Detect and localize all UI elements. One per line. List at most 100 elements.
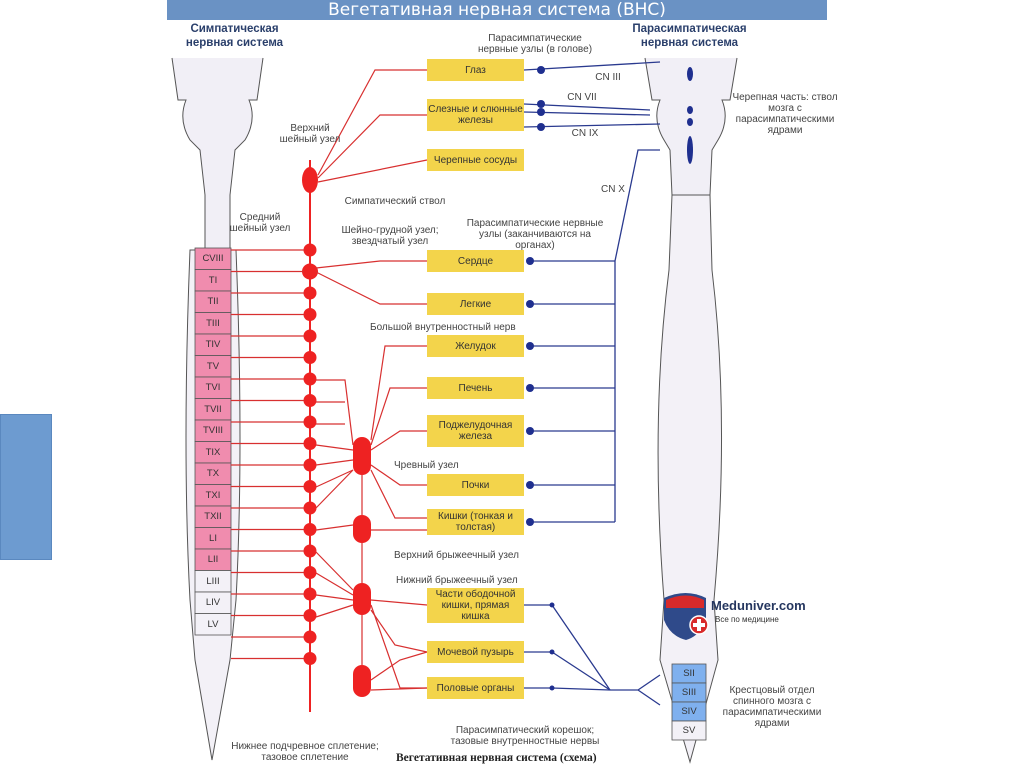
segment-label: TII: [207, 296, 219, 307]
parasym-ganglion: [526, 384, 534, 392]
meduniver-logo: [664, 593, 709, 640]
trunk-ganglion: [303, 308, 317, 321]
parasym-ganglion: [537, 100, 545, 108]
trunk-ganglion: [303, 458, 317, 472]
organ-stomach: Желудок: [427, 335, 524, 357]
splanchnic-fiber: [315, 594, 354, 601]
sympathetic-fiber: [370, 345, 427, 441]
trunk-ganglion: [303, 609, 317, 622]
right-segments: [671, 663, 707, 741]
label-superior-cervical: Верхний шейный узел: [279, 123, 341, 145]
parasym-ganglion: [526, 427, 534, 435]
sympathetic-fiber: [370, 430, 427, 451]
splanchnic-fiber: [315, 524, 354, 531]
label-cranial-part: Черепная часть: ствол мозга с парасимпат…: [732, 92, 838, 136]
label-celiac: Чревный узел: [394, 460, 459, 471]
label-hypogastric: Нижнее подчревное сплетение; тазовое спл…: [231, 741, 379, 763]
trunk-ganglion: [303, 329, 317, 343]
cranial-nerve: [523, 61, 661, 71]
trunk-ganglion: [303, 566, 317, 579]
page-title: Вегетативная нервная система (ВНС): [167, 0, 827, 20]
splanchnic-fiber: [315, 572, 354, 596]
sympathetic-fiber: [317, 114, 427, 179]
sympathetic-fiber: [370, 609, 428, 653]
pelvic-splanchnic-root: [610, 674, 661, 706]
segment-LV: [194, 613, 232, 636]
organ-heart: Сердце: [427, 250, 524, 272]
vagus-nerve: [614, 149, 660, 522]
figure-caption: Вегетативная нервная система (схема): [396, 752, 597, 764]
parasym-ganglion: [549, 602, 555, 608]
trunk-ganglion: [303, 501, 317, 515]
sympathetic-ganglia: [302, 243, 318, 665]
trunk-ganglion: [303, 372, 317, 386]
splanchnic-fiber: [316, 379, 354, 446]
parasym-ganglion: [549, 685, 555, 691]
organ-colon-rectum: Части ободочной кишки, прямая кишка: [427, 588, 524, 623]
segment-label: TIV: [205, 339, 221, 350]
sympathetic-fiber: [370, 387, 427, 446]
label-parasym-organ-nodes: Парасимпатические нервные узлы (заканчив…: [466, 218, 604, 251]
segment-label: TV: [206, 360, 220, 372]
sympathetic-fiber: [370, 599, 428, 606]
organ-genitals: Половые органы: [427, 677, 524, 699]
trunk-ganglion: [303, 587, 317, 601]
label-cn7: CN VII: [567, 92, 597, 103]
label-cervicothoracic: Шейно-грудной узел; звездчатый узел: [341, 225, 439, 247]
segment-label: TIII: [206, 317, 220, 329]
label-cn3: CN III: [595, 72, 621, 83]
cranial-nerve: [523, 103, 651, 111]
parasym-ganglion: [526, 342, 534, 350]
organ-bladder: Мочевой пузырь: [427, 641, 524, 663]
parasym-ganglion: [526, 300, 534, 308]
splanchnic-fiber: [315, 469, 354, 488]
splanchnic-fiber: [315, 469, 354, 509]
trunk-ganglion: [303, 351, 317, 364]
parasym-ganglion: [549, 649, 555, 655]
label-inferior-mesenteric: Нижний брыжеечный узел: [396, 575, 518, 586]
organ-cranial-vessels: Черепные сосуды: [427, 149, 524, 171]
segment-label: TVIII: [202, 425, 224, 436]
trunk-ganglion: [303, 544, 317, 558]
segment-label: TVII: [204, 403, 222, 415]
brand-tagline: Все по медицине: [715, 615, 779, 624]
segment-label: SIV: [681, 706, 697, 717]
trunk-ganglion: [303, 415, 317, 429]
label-greater-splanchnic: Большой внутренностный нерв: [370, 322, 516, 333]
label-sacral-part: Крестцовый отдел спинного мозга с параси…: [722, 685, 822, 729]
sympathetic-fiber: [370, 464, 427, 486]
segment-label: TVI: [205, 382, 221, 393]
parasym-ganglion: [526, 257, 534, 265]
splanchnic-fiber: [315, 459, 354, 466]
segment-label: TXI: [205, 489, 221, 501]
cranial-nerve: [523, 123, 661, 128]
segment-label: TX: [206, 468, 220, 479]
segment-label: SII: [683, 668, 695, 679]
parasym-ganglion: [537, 123, 545, 131]
segment-label: SV: [682, 725, 696, 736]
label-superior-mesenteric: Верхний брыжеечный узел: [394, 550, 519, 561]
label-sympathetic-trunk: Симпатический ствол: [344, 196, 446, 207]
cranial-nerve: [523, 111, 651, 116]
parasympathetic-header: Парасимпатическая нервная система: [632, 23, 747, 49]
left-segments: [194, 247, 232, 636]
organ-liver: Печень: [427, 377, 524, 399]
parasym-ganglion: [526, 518, 534, 526]
segment-label: LV: [207, 618, 219, 630]
parasym-ganglion: [526, 481, 534, 489]
trunk-ganglion: [302, 263, 318, 280]
sympathetic-fiber: [317, 69, 427, 176]
splanchnic-fiber: [315, 604, 354, 618]
sympathetic-fiber: [315, 260, 427, 269]
trunk-ganglion: [303, 652, 317, 665]
organ-intestines: Кишки (тонкая и толстая): [427, 509, 524, 535]
segment-label: TXII: [204, 511, 222, 522]
sympathetic-header: Симпатическая нервная система: [185, 23, 284, 49]
trunk-ganglion: [303, 630, 317, 644]
segment-label: CVIII: [202, 253, 224, 264]
organ-glands: Слезные и слюнные железы: [427, 99, 524, 131]
sympathetic-fiber: [370, 604, 427, 689]
label-middle-cervical: Средний шейный узел: [229, 212, 291, 234]
parasym-ganglion: [537, 108, 545, 116]
